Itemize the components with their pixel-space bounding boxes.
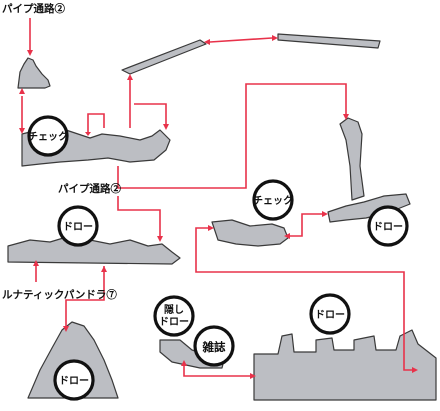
badge-check-top-text: チェック	[28, 131, 68, 143]
badge-draw-bottom-right: ドロー	[309, 293, 351, 335]
route-arrow	[101, 266, 107, 272]
badge-magazine: 雑誌	[193, 325, 235, 367]
route-arrow	[181, 360, 187, 366]
label-pipe-passage-top[interactable]: パイプ通路②	[2, 2, 65, 15]
platform-right-pillar	[339, 117, 365, 201]
route-arrow	[63, 326, 69, 332]
route-arrow	[163, 124, 169, 130]
route-upper-small-loop	[87, 113, 105, 132]
badge-hidden-draw-line1: 隠し	[164, 303, 184, 316]
route-arrow	[412, 367, 418, 373]
badge-check-top: チェック	[27, 115, 69, 157]
route-arrow	[127, 74, 133, 80]
badge-magazine-text: 雑誌	[202, 340, 226, 354]
route-arrow	[27, 50, 33, 56]
route-arrow	[284, 233, 290, 239]
badge-draw-bottom-left: ドロー	[53, 359, 95, 401]
route-arrow	[19, 128, 25, 134]
route-arrow	[204, 39, 210, 45]
badge-draw-right-text: ドロー	[373, 221, 403, 233]
route-arrow	[33, 260, 39, 266]
route-diagonal-to-long	[209, 37, 273, 43]
badge-hidden-draw-line2: ドロー	[159, 316, 189, 328]
platform-diagonal-strip	[121, 39, 207, 75]
badge-check-right: チェック	[252, 179, 294, 221]
route-diagonal-loop	[134, 103, 167, 124]
route-arm-to-center	[290, 213, 322, 237]
route-arrow	[208, 225, 214, 231]
badge-draw-mid: ドロー	[57, 205, 99, 247]
route-arrow	[250, 373, 256, 379]
platform-top-left-rock	[17, 57, 51, 89]
platform-long-strip	[277, 33, 381, 49]
route-upper-to-pillar	[117, 83, 347, 189]
label-pipe-passage-mid[interactable]: パイプ通路②	[58, 182, 121, 195]
route-arrow	[19, 88, 25, 94]
badge-draw-mid-text: ドロー	[63, 221, 93, 233]
route-ledge-to-base	[183, 362, 250, 377]
route-arrow	[343, 114, 349, 120]
label-lunatic-pandora[interactable]: ルナティックパンドラ⑦	[2, 288, 117, 301]
route-center-to-base	[195, 227, 412, 371]
route-mid-to-mountain	[65, 266, 105, 326]
platform-center-rock	[211, 219, 289, 247]
badge-hidden-draw: 隠し ドロー	[153, 295, 195, 337]
badge-draw-bottom-right-text: ドロー	[315, 309, 345, 321]
route-arrow	[272, 35, 278, 41]
platform-bottom-right-base	[253, 329, 437, 401]
platform-right-arm	[327, 193, 411, 223]
route-arrow	[157, 236, 163, 242]
route-arrow	[322, 211, 328, 217]
badge-draw-bottom-left-text: ドロー	[59, 375, 89, 387]
route-mid-label-to-platform	[117, 196, 161, 236]
route-arrow	[85, 132, 91, 136]
platform-mid-main	[7, 235, 181, 265]
badge-draw-right: ドロー	[367, 205, 409, 247]
badge-check-right-text: チェック	[253, 195, 293, 207]
